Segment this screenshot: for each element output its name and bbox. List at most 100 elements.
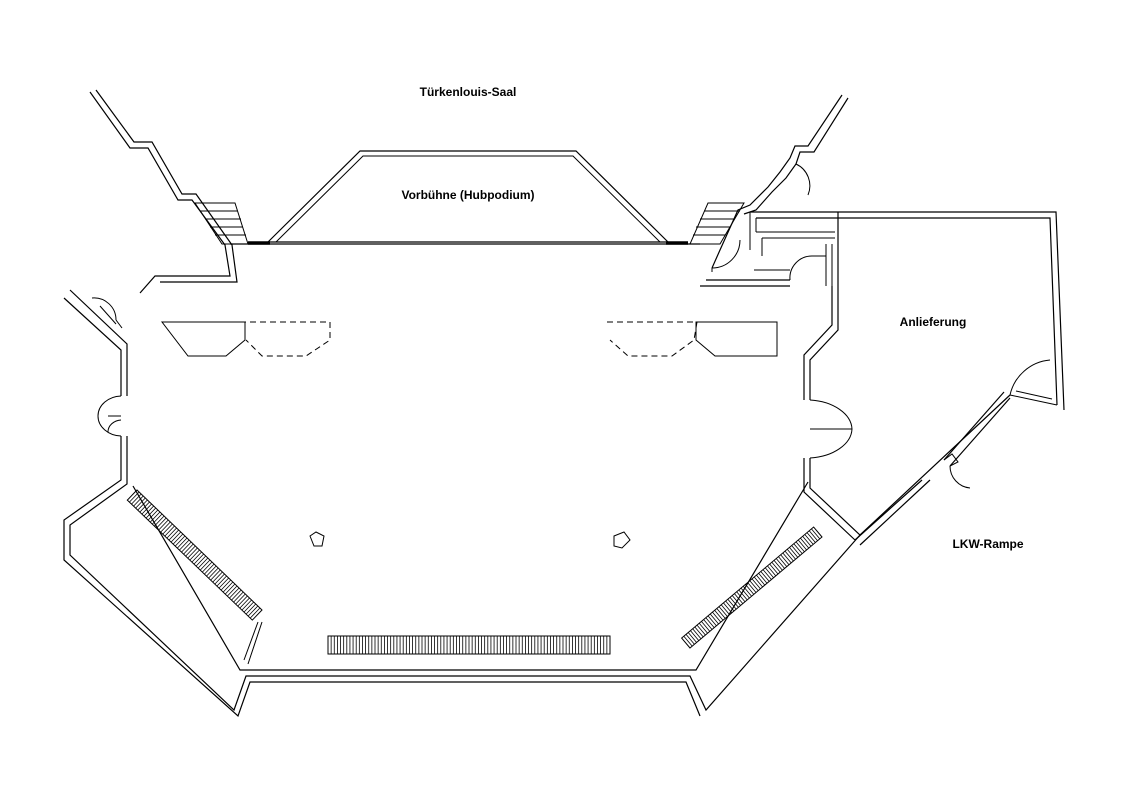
right-box-dashed <box>607 321 698 357</box>
seat-row-line <box>243 601 254 613</box>
seat-row-line <box>143 505 154 517</box>
seat-row-line <box>696 624 706 636</box>
seat-row-line <box>764 567 774 578</box>
hall-name-label: Türkenlouis-Saal <box>420 85 517 99</box>
seat-row-line <box>756 574 766 586</box>
delivery-door[interactable] <box>1009 359 1058 406</box>
seat-row-line <box>745 584 755 595</box>
left-door-middle[interactable] <box>97 395 122 437</box>
seat-row-line <box>145 507 157 519</box>
seat-row-line <box>734 593 744 604</box>
seat-row-line <box>189 549 200 561</box>
seat-row-line <box>204 563 215 575</box>
service-corridor <box>700 211 1065 411</box>
seat-row-line <box>694 626 704 638</box>
seat-row-line <box>808 530 818 541</box>
seat-row-line <box>729 597 739 608</box>
seat-row-line <box>712 611 722 623</box>
seat-row-line <box>762 569 772 580</box>
seat-row-line <box>233 591 244 603</box>
seat-row-line <box>183 543 194 555</box>
seat-row-line <box>172 533 184 545</box>
seat-row-line <box>135 497 146 509</box>
seat-row-line <box>137 499 148 511</box>
seat-row-line <box>202 561 213 573</box>
seat-row-line <box>786 548 796 560</box>
right-hall-door[interactable] <box>809 399 853 459</box>
seat-row-line <box>782 552 792 564</box>
seat-row-line <box>249 607 261 619</box>
seat-row-line <box>760 571 770 582</box>
seat-row-line <box>239 597 250 609</box>
seat-row-line <box>749 580 759 591</box>
seat-row-line <box>139 501 150 513</box>
seat-row-line <box>227 585 238 597</box>
seat-row-line <box>224 583 236 595</box>
seat-row-line <box>802 536 812 547</box>
seat-row-line <box>738 589 748 601</box>
seat-row-line <box>740 587 750 599</box>
seat-row-line <box>191 551 202 563</box>
seat-row-line <box>714 610 724 621</box>
seat-row-line <box>164 525 175 537</box>
seat-row-line <box>758 573 768 584</box>
seat-row-line <box>685 634 695 645</box>
seat-row-line <box>780 554 790 566</box>
seat-row-line <box>229 587 240 599</box>
seat-row-line <box>170 531 182 543</box>
seat-row-line <box>742 585 752 597</box>
seat-row-line <box>705 617 715 628</box>
seat-row-line <box>199 559 211 571</box>
seat-row-line <box>181 541 192 553</box>
seat-row-line <box>210 569 221 581</box>
seat-row-line <box>177 537 188 549</box>
seat-row-line <box>168 529 179 541</box>
seat-row-line <box>162 523 173 535</box>
seat-row-line <box>245 603 257 615</box>
left-stair <box>194 202 249 245</box>
seat-row-line <box>185 545 196 557</box>
seat-row-line <box>179 539 190 551</box>
seat-row-line <box>133 495 144 507</box>
seat-row-line <box>156 517 167 529</box>
seat-row-line <box>725 600 735 612</box>
seat-row-line <box>235 593 246 605</box>
main-hall-walls <box>63 212 1011 718</box>
forestage-outline <box>266 150 670 243</box>
left-box-dashed <box>240 321 331 357</box>
seat-row-line <box>683 635 693 647</box>
left-door-top[interactable] <box>91 297 123 329</box>
ramp-door[interactable] <box>854 391 1011 546</box>
seat-row-line <box>698 622 708 634</box>
truck-ramp-label: LKW-Rampe <box>952 537 1023 551</box>
seat-row-line <box>214 573 225 585</box>
seat-row-line <box>147 509 159 521</box>
seat-row-line <box>247 605 259 617</box>
seat-row-line <box>753 576 763 588</box>
seat-row-line <box>784 550 794 562</box>
seat-row-line <box>791 545 801 556</box>
seat-row-line <box>197 557 209 569</box>
seat-row-line <box>731 595 741 606</box>
seat-row-line <box>687 632 697 643</box>
seat-row-line <box>208 567 219 579</box>
seat-row-line <box>222 581 234 593</box>
seat-row-line <box>158 519 169 531</box>
seat-row-line <box>154 515 165 527</box>
seat-row-line <box>152 513 163 525</box>
seat-row-line <box>160 521 171 533</box>
seat-row-line <box>747 582 757 593</box>
seating-left <box>126 489 263 621</box>
seat-row-line <box>720 604 730 615</box>
seat-row-line <box>231 589 242 601</box>
seat-row-line <box>804 534 814 545</box>
seat-row-line <box>778 556 788 567</box>
right-upper-wall <box>711 94 849 269</box>
seating-right <box>680 526 823 649</box>
left-upper-wall <box>89 89 238 294</box>
seat-row-line <box>174 535 186 547</box>
right-box-solid <box>695 321 778 357</box>
seat-row-line <box>736 591 746 603</box>
seat-row-line <box>789 547 799 558</box>
